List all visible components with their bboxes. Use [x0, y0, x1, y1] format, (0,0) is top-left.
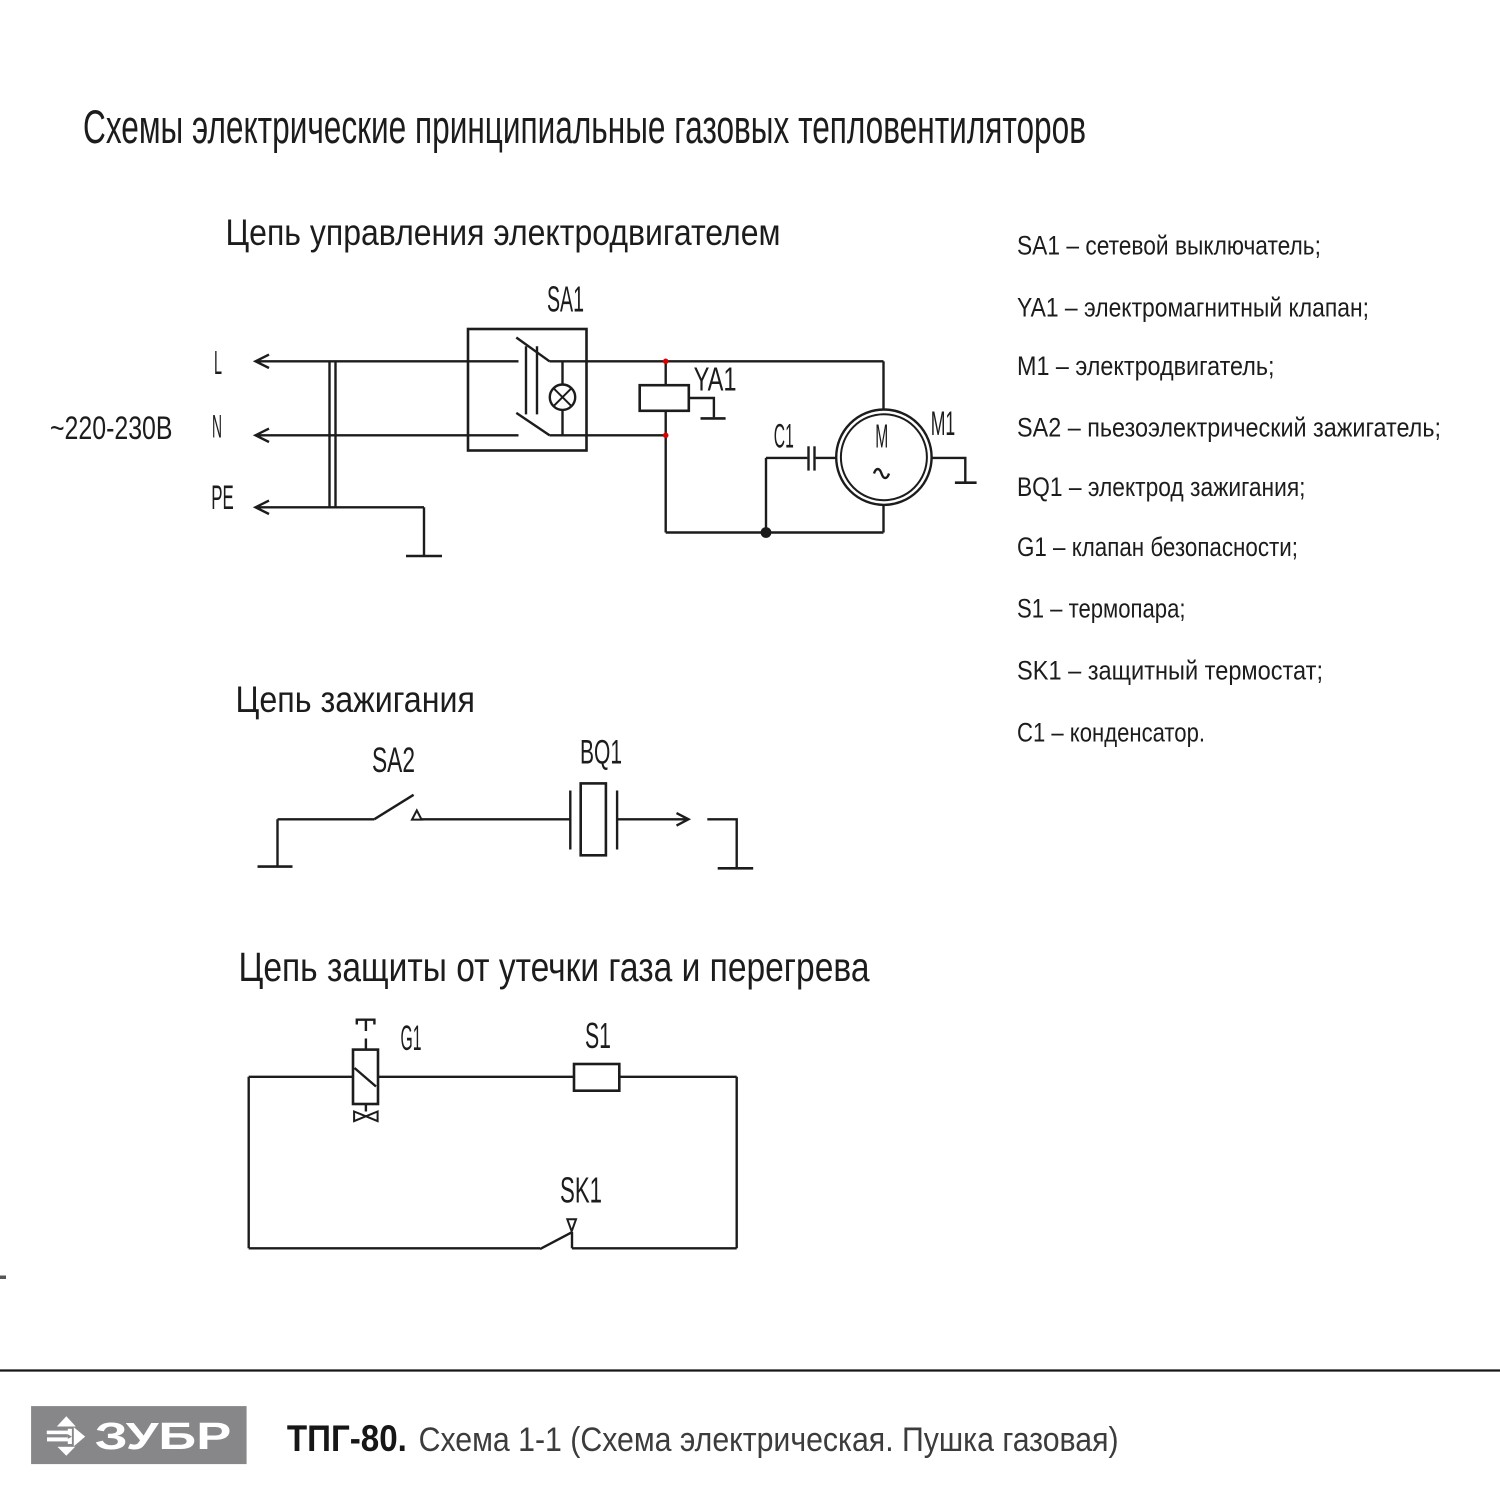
- svg-text:M1 – электродвигатель;: M1 – электродвигатель;: [1017, 351, 1275, 381]
- svg-text:BQ1: BQ1: [580, 734, 622, 772]
- svg-text:L: L: [214, 344, 222, 381]
- svg-text:C1 – конденсатор.: C1 – конденсатор.: [1017, 717, 1205, 747]
- svg-text:S1 – термопара;: S1 – термопара;: [1017, 593, 1186, 623]
- svg-text:C1: C1: [774, 417, 794, 455]
- svg-text:Цепь зажигания: Цепь зажигания: [236, 678, 476, 720]
- svg-text:ЗУБР: ЗУБР: [95, 1416, 232, 1458]
- svg-text:YA1: YA1: [694, 361, 737, 398]
- svg-text:Схемы электрические принципиал: Схемы электрические принципиальные газов…: [83, 101, 1086, 154]
- svg-text:G1: G1: [401, 1019, 422, 1058]
- svg-text:SA1 – сетевой выключатель;: SA1 – сетевой выключатель;: [1017, 230, 1321, 260]
- svg-text:Схема 1-1 (Схема электрическая: Схема 1-1 (Схема электрическая. Пушка га…: [419, 1421, 1119, 1459]
- svg-text:SK1: SK1: [560, 1170, 602, 1211]
- svg-text:SA2 – пьезоэлектрический зажиг: SA2 – пьезоэлектрический зажигатель;: [1017, 412, 1441, 442]
- svg-text:M1: M1: [931, 405, 956, 443]
- svg-text:M: M: [875, 417, 888, 454]
- svg-text:SA1: SA1: [547, 279, 584, 320]
- svg-text:ТПГ-80.: ТПГ-80.: [287, 1418, 407, 1459]
- svg-text:~220-230В: ~220-230В: [50, 410, 173, 446]
- svg-text:PE: PE: [211, 479, 234, 517]
- svg-text:YA1 – электромагнитный клапан;: YA1 – электромагнитный клапан;: [1017, 292, 1369, 322]
- svg-text:N: N: [212, 408, 222, 444]
- svg-text:SA2: SA2: [372, 741, 415, 780]
- svg-text:Цепь защиты от утечки газа и п: Цепь защиты от утечки газа и перегрева: [239, 944, 870, 990]
- svg-text:BQ1 – электрод зажигания;: BQ1 – электрод зажигания;: [1017, 472, 1306, 502]
- svg-text:G1 – клапан безопасности;: G1 – клапан безопасности;: [1017, 532, 1298, 562]
- svg-text:Цепь управления электродвигате: Цепь управления электродвигателем: [226, 211, 781, 253]
- svg-text:S1: S1: [585, 1015, 611, 1056]
- svg-text:SK1 – защитный термостат;: SK1 – защитный термостат;: [1017, 655, 1323, 685]
